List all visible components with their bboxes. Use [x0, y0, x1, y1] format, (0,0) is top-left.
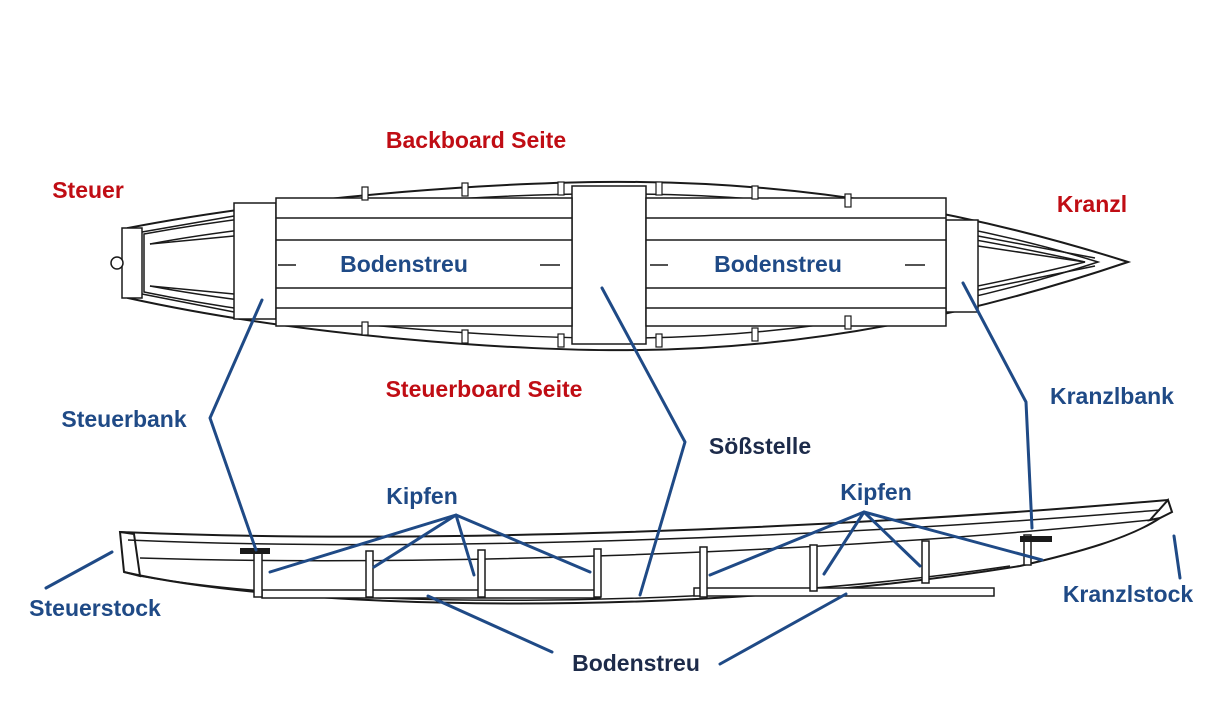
leader-kranzlbank	[961, 281, 1034, 530]
label-steuerstock: Steuerstock	[29, 595, 161, 621]
bow-deck-line-2	[977, 265, 1096, 291]
label-backboard-seite: Backboard Seite	[386, 127, 566, 153]
leader-kipfen-right	[708, 510, 1044, 577]
leader-lines	[44, 281, 1182, 666]
leader-soessstelle	[600, 286, 687, 597]
leader-steuerbank	[208, 298, 264, 552]
soessstelle-area	[571, 185, 647, 345]
kranzlbank-seat	[945, 219, 979, 313]
bow-deck-line-1	[977, 235, 1096, 259]
rib-ticks-top-view	[361, 181, 852, 348]
stern-deck-line-3	[149, 235, 235, 245]
label-steuer: Steuer	[52, 177, 124, 203]
leader-kipfen-left	[268, 513, 592, 577]
bow-deck-line-3	[977, 245, 1086, 263]
hull-outline-top	[127, 180, 1132, 352]
label-bodenstreu-right: Bodenstreu	[714, 251, 842, 277]
label-kipfen-left: Kipfen	[386, 483, 458, 509]
leader-kranzlstock	[1172, 534, 1182, 580]
label-kipfen-right: Kipfen	[840, 479, 912, 505]
label-kranzlbank: Kranzlbank	[1050, 383, 1174, 409]
gunwale-inner-top	[143, 193, 1101, 339]
bodenstreu-left-panel	[275, 197, 573, 327]
label-steuerbank: Steuerbank	[61, 406, 186, 432]
steuerstock-post	[118, 530, 142, 578]
gunwale-inner-side	[127, 509, 1161, 546]
label-soessstelle: Sößstelle	[709, 433, 811, 459]
label-kranzlstock: Kranzlstock	[1063, 581, 1194, 607]
stern-deck-line-4	[149, 285, 235, 295]
steuerbank-seat	[233, 202, 277, 320]
kranzlbank-clamp	[1020, 536, 1052, 542]
label-steuerboard-seite: Steuerboard Seite	[386, 376, 583, 402]
stern-deck-line-1	[141, 215, 235, 233]
boat-top-view	[110, 180, 1132, 352]
label-bodenstreu-left: Bodenstreu	[340, 251, 468, 277]
leader-bodenstreu-bottom	[426, 592, 848, 666]
stern-deck-line-2	[141, 293, 235, 313]
leader-steuerstock	[44, 550, 114, 590]
gunwale-top-side	[119, 499, 1169, 538]
label-bodenstreu-bottom: Bodenstreu	[572, 650, 700, 676]
ribs-side-view	[253, 534, 1032, 598]
bodenstreu-right-panel	[645, 197, 947, 327]
keel-line-side	[139, 565, 1011, 602]
kranzlstock-post	[1147, 498, 1174, 522]
label-kranzl: Kranzl	[1057, 191, 1127, 217]
transom	[121, 227, 143, 299]
stern-ring	[110, 256, 124, 270]
